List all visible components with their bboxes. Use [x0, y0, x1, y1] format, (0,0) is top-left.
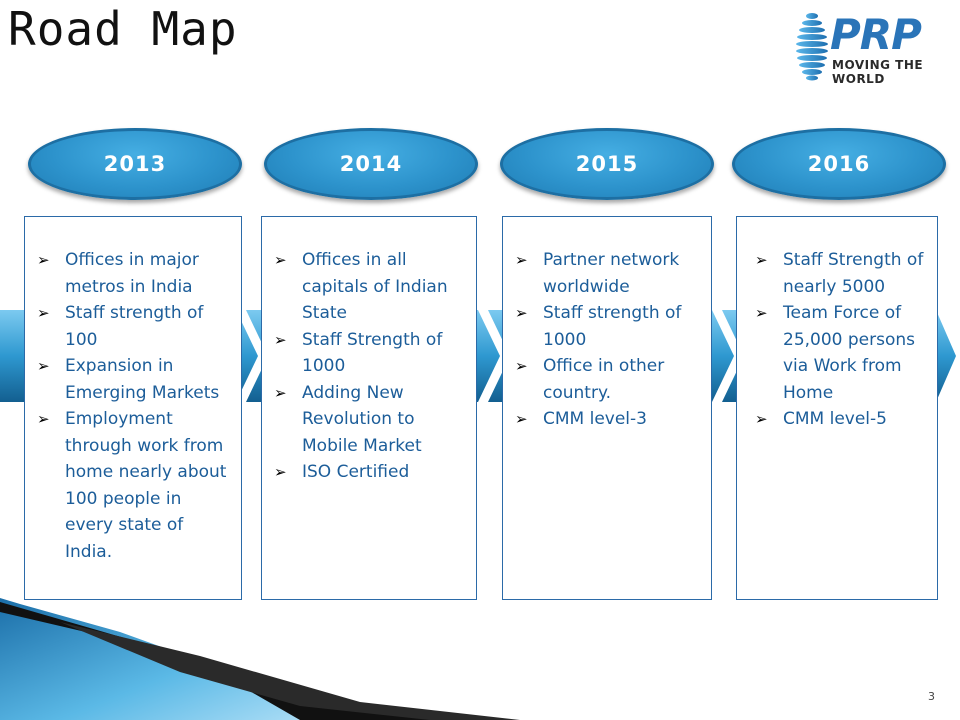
arrow-bullet-icon: ➢: [274, 383, 287, 402]
list-item: ➢Staff strength of 100: [35, 300, 233, 353]
list-item: ➢Offices in all capitals of Indian State: [272, 247, 468, 327]
arrow-bullet-icon: ➢: [37, 357, 50, 375]
milestone-card-2014: ➢Offices in all capitals of Indian State…: [261, 216, 477, 600]
arrow-bullet-icon: ➢: [274, 463, 287, 481]
company-logo: PRP MOVING THE WORLD: [792, 6, 958, 86]
year-badge-2014: 2014: [264, 128, 478, 200]
list-item: ➢Staff Strength of 1000: [272, 327, 468, 380]
logo-wordmark: PRP: [830, 10, 922, 59]
page-number: 3: [928, 690, 935, 703]
arrow-bullet-icon: ➢: [755, 304, 768, 322]
list-item: ➢Staff Strength of nearly 5000: [753, 247, 931, 300]
milestone-card-2013: ➢Offices in major metros in India ➢Staff…: [24, 216, 242, 600]
year-badge-2015: 2015: [500, 128, 714, 200]
list-item: ➢Team Force of 25,000 persons via Work f…: [753, 300, 931, 406]
year-badge-2016: 2016: [732, 128, 946, 200]
arrow-bullet-icon: ➢: [515, 410, 528, 428]
arrow-bullet-icon: ➢: [515, 304, 528, 322]
arrow-bullet-icon: ➢: [274, 330, 287, 349]
list-item: ➢Expansion in Emerging Markets: [35, 353, 233, 406]
list-item: ➢Partner network worldwide: [513, 247, 703, 300]
list-item: ➢Employment through work from home nearl…: [35, 406, 233, 565]
slide-title: Road Map: [8, 2, 238, 56]
milestone-card-2016: ➢Staff Strength of nearly 5000 ➢Team For…: [736, 216, 938, 600]
list-item: ➢Staff strength of 1000: [513, 300, 703, 353]
arrow-bullet-icon: ➢: [755, 410, 768, 428]
logo-tagline: MOVING THE WORLD: [832, 58, 924, 86]
arrow-bullet-icon: ➢: [755, 251, 768, 269]
arrow-bullet-icon: ➢: [515, 251, 528, 269]
list-item: ➢Office in other country.: [513, 353, 703, 406]
list-item: ➢CMM level-3: [513, 406, 703, 433]
arrow-bullet-icon: ➢: [515, 357, 528, 375]
globe-logo-icon: [796, 13, 828, 81]
milestone-card-2015: ➢Partner network worldwide ➢Staff streng…: [502, 216, 712, 600]
arrow-bullet-icon: ➢: [37, 410, 50, 428]
year-badge-2013: 2013: [28, 128, 242, 200]
list-item: ➢Adding New Revolution to Mobile Market: [272, 380, 468, 460]
arrow-bullet-icon: ➢: [37, 304, 50, 322]
arrow-bullet-icon: ➢: [274, 251, 287, 269]
list-item: ➢Offices in major metros in India: [35, 247, 233, 300]
arrow-bullet-icon: ➢: [37, 251, 50, 269]
decorative-swoosh: [0, 598, 520, 720]
list-item: ➢CMM level-5: [753, 406, 931, 433]
list-item: ➢ISO Certified: [272, 459, 468, 486]
